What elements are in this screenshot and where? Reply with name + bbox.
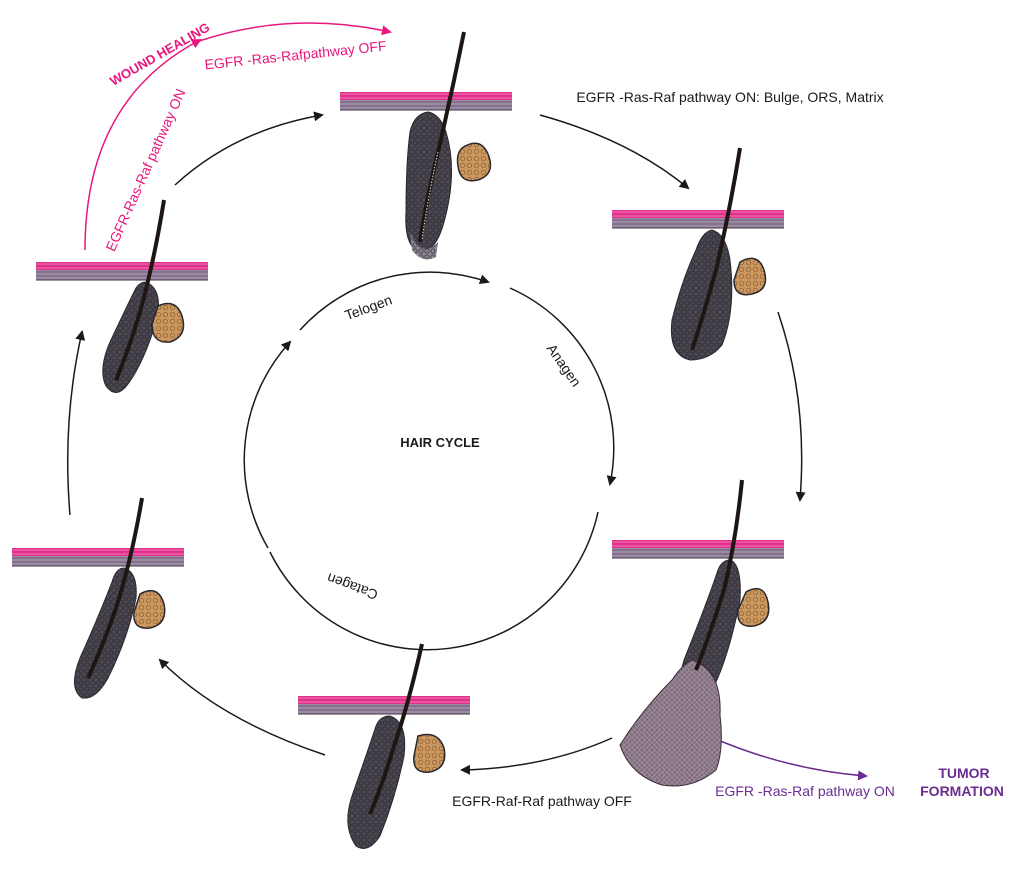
phase-label-catagen: Catagen bbox=[325, 570, 380, 603]
follicle-upper-left bbox=[35, 199, 209, 393]
tumor-pathway-on-label: EGFR -Ras-Raf pathway ON bbox=[715, 783, 895, 799]
follicle-upper-right bbox=[611, 147, 785, 361]
wound-healing-arrows bbox=[84, 22, 392, 251]
phase-label-anagen: Anagen bbox=[544, 341, 585, 390]
follicle-top bbox=[339, 31, 513, 260]
center-cycle bbox=[243, 271, 617, 651]
follicle-bottom bbox=[297, 643, 471, 849]
tumor-arrow bbox=[717, 739, 868, 781]
tumor-formation-label-2: FORMATION bbox=[920, 783, 1004, 799]
wound-pathway-off-label: EGFR -Ras-Rafpathway OFF bbox=[204, 38, 387, 73]
follicle-lower-right bbox=[611, 479, 785, 787]
tumor-formation-label-1: TUMOR bbox=[938, 765, 989, 781]
hair-cycle-title: HAIR CYCLE bbox=[400, 435, 480, 450]
anagen-pathway-on-label: EGFR -Ras-Raf pathway ON: Bulge, ORS, Ma… bbox=[576, 89, 883, 105]
outer-cycle-arrows bbox=[66, 111, 806, 775]
wound-healing-label: WOUND HEALING bbox=[107, 19, 212, 88]
follicle-lower-left bbox=[11, 497, 185, 699]
wound-pathway-on-label: EGFR-Ras-Raf pathway ON bbox=[102, 86, 188, 253]
phase-label-telogen: Telogen bbox=[343, 291, 395, 323]
catagen-pathway-off-label: EGFR-Raf-Raf pathway OFF bbox=[452, 793, 632, 809]
